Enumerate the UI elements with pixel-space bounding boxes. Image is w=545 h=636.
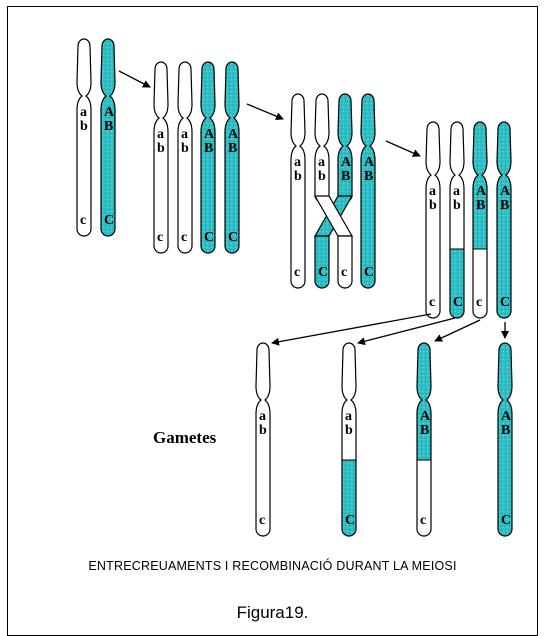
gamete-2-gene-label: b <box>345 423 353 438</box>
stage1-chromatid-white-gene-label: a <box>80 105 87 120</box>
stage1-chromatid-teal-gene-label: C <box>104 213 114 228</box>
stage3-chromatid-1-gene-label: a <box>294 155 301 170</box>
stage1-chromatid-white-gene-label: b <box>80 119 88 134</box>
stage4-chromatid-3-gene-label: c <box>476 295 482 310</box>
stage4-chromatid-3-gene-label: A <box>476 184 487 199</box>
gamete-4-gene-label: C <box>501 513 511 528</box>
stage1-chromatid-white <box>77 39 91 236</box>
stage4-chromatid-4-gene-label: A <box>500 184 511 199</box>
gamete-2-gene-label: C <box>345 513 355 528</box>
stage3-chromatid-3-gene-label: B <box>341 169 350 184</box>
stage2-chromatid-4-gene-label: B <box>228 141 237 156</box>
stage4-chromatid-2-gene-label: C <box>453 295 463 310</box>
stage4-chromatid-4-gene-label: B <box>500 198 509 213</box>
gamete-4 <box>498 343 512 536</box>
gamete-1 <box>256 343 270 536</box>
arrow-stage2-to-3 <box>247 104 283 119</box>
arrow-to-gamete-3 <box>435 320 480 341</box>
stage4-chromatid-1-gene-label: b <box>429 198 437 213</box>
stage4-chromatid-2 <box>449 121 465 320</box>
gamete-4-gene-label: A <box>501 409 512 424</box>
stage2-chromatid-1-gene-label: b <box>157 141 165 156</box>
gamete-2-gene-label: a <box>345 409 352 424</box>
stage3-chromatid-1 <box>291 94 305 288</box>
stage2-chromatid-1-gene-label: a <box>157 127 164 142</box>
stage4-chromatid-4 <box>497 122 511 318</box>
stage2-chromatid-1-gene-label: c <box>157 230 163 245</box>
stage4-chromatid-2-gene-label: b <box>453 198 461 213</box>
arrow-stage3-to-4 <box>386 141 420 156</box>
stage4-chromatid-1 <box>426 122 440 318</box>
stage3-chromatid-4-gene-label: A <box>364 155 375 170</box>
stage2-chromatid-1 <box>154 62 168 253</box>
stage3-chromatid-2-gene-label: C <box>318 265 328 280</box>
arrow-to-gamete-1 <box>272 314 431 343</box>
gamete-3-gene-label: B <box>420 423 429 438</box>
stage3-chromatid-3-gene-label: A <box>341 155 352 170</box>
stage4-chromatid-2-gene-label: a <box>453 184 460 199</box>
stage2-chromatid-2-gene-label: c <box>181 230 187 245</box>
stage3-chromatid-4-gene-label: C <box>364 265 374 280</box>
gamete-3 <box>416 342 432 538</box>
arrow-layer <box>119 71 505 343</box>
diagram-caption: ENTRECREUAMENTS I RECOMBINACIÓ DURANT LA… <box>0 559 545 573</box>
gamete-2 <box>341 342 357 538</box>
stage2-chromatid-3 <box>201 62 215 253</box>
stage3-chromatid-4 <box>361 94 375 288</box>
gamete-1-gene-label: c <box>259 513 265 528</box>
stage4-chromatid-4-gene-label: C <box>500 295 510 310</box>
stage1-chromatid-teal-gene-label: B <box>104 119 113 134</box>
stage2-chromatid-4-gene-label: C <box>228 230 238 245</box>
gamete-1-gene-label: a <box>259 409 266 424</box>
stage4-chromatid-1-gene-label: a <box>429 184 436 199</box>
stage2-chromatid-2 <box>178 62 192 253</box>
stage1-chromatid-teal-gene-label: A <box>104 105 115 120</box>
stage4-chromatid-3 <box>472 121 488 320</box>
stage1-chromatid-teal <box>101 39 115 236</box>
stage4-chromatid-3-gene-label: B <box>476 198 485 213</box>
gamete-4-gene-label: B <box>501 423 510 438</box>
gamete-3-gene-label: A <box>420 409 431 424</box>
stage2-chromatid-2-gene-label: b <box>181 141 189 156</box>
stage3-chromatid-2-gene-label: b <box>318 169 326 184</box>
stage3-chromatid-3-gene-label: c <box>341 265 347 280</box>
stage2-chromatid-3-gene-label: A <box>204 127 215 142</box>
stage2-chromatid-3-gene-label: C <box>204 230 214 245</box>
stage3-chromatid-4-gene-label: B <box>364 169 373 184</box>
stage3-chromatid-1-gene-label: c <box>294 265 300 280</box>
gametes-label: Gametes <box>153 428 217 447</box>
stage2-chromatid-2-gene-label: a <box>181 127 188 142</box>
gamete-1-gene-label: b <box>259 423 267 438</box>
arrow-stage1-to-2 <box>119 71 150 87</box>
stage3-chromatid-1-gene-label: b <box>294 169 302 184</box>
arrow-to-gamete-2 <box>358 318 455 343</box>
stage2-chromatid-4-gene-label: A <box>228 127 239 142</box>
figure-number: Figura19. <box>0 603 545 623</box>
chromosome-layer <box>77 39 512 538</box>
stage3-crossing-chromatids <box>315 94 352 288</box>
stage1-chromatid-white-gene-label: c <box>80 213 86 228</box>
gene-label-layer: abcABCabcabcABCABCabcABCabCABcabcabCABcA… <box>80 105 512 528</box>
gamete-3-gene-label: c <box>420 513 426 528</box>
stage3-chromatid-2-gene-label: a <box>318 155 325 170</box>
stage2-chromatid-4 <box>225 62 239 253</box>
stage2-chromatid-3-gene-label: B <box>204 141 213 156</box>
stage4-chromatid-1-gene-label: c <box>429 295 435 310</box>
